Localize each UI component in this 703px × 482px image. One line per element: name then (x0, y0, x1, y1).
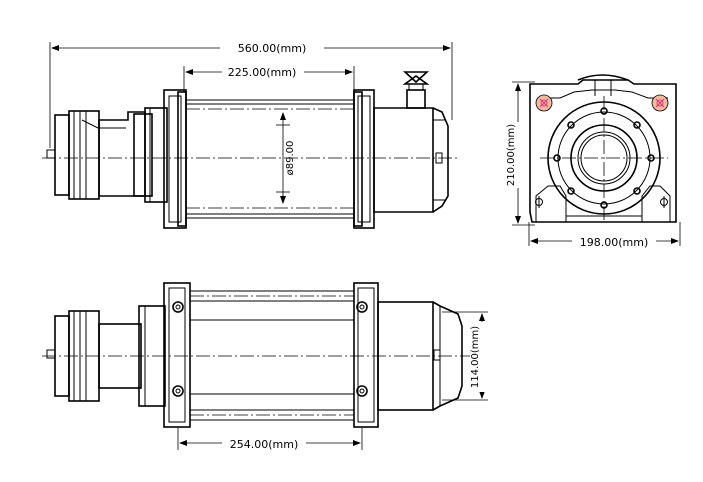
bottom-plan-view: 114.00(mm) 254.00(mm) (42, 282, 492, 451)
foot-hole-left (535, 196, 543, 208)
plan-drum (189, 290, 355, 421)
overall-length-dimension: 560.00(mm) (49, 40, 453, 148)
height-label: 210.00(mm) (506, 124, 517, 186)
overall-length-label: 560.00(mm) (238, 42, 307, 55)
clutch-lever (402, 71, 430, 109)
end-view-lever (577, 74, 629, 96)
end-view: 210.00(mm) 198.00(mm) (505, 74, 681, 249)
height-dimension: 210.00(mm) (505, 81, 535, 226)
plan-left-plate (163, 282, 191, 428)
foot-hole-right (660, 196, 668, 208)
plan-right-plate (353, 282, 379, 428)
top-side-view: 560.00(mm) 225.00(mm) (42, 40, 460, 229)
drum-length-top-dimension: 225.00(mm) (183, 64, 355, 92)
end-view-drum-face (540, 96, 668, 222)
cable-drum: ø89.00 (185, 99, 355, 219)
gearbox-housing (373, 107, 449, 213)
drum-length-bottom-label: 254.00(mm) (230, 438, 299, 451)
width-dimension: 198.00(mm) (528, 222, 681, 249)
gearbox-diameter-dimension: 114.00(mm) (442, 311, 492, 401)
end-plate-outline (529, 79, 677, 223)
right-end-flange (353, 89, 375, 229)
mount-hole-left (535, 94, 553, 112)
drum-length-top-label: 225.00(mm) (228, 66, 297, 79)
width-label: 198.00(mm) (580, 236, 649, 249)
end-view-bolts (553, 107, 655, 209)
gearbox-diameter-label: 114.00(mm) (470, 326, 481, 388)
mount-hole-right (651, 94, 669, 112)
drum-length-bottom-dimension: 254.00(mm) (177, 428, 363, 451)
hydraulic-motor (46, 107, 168, 203)
